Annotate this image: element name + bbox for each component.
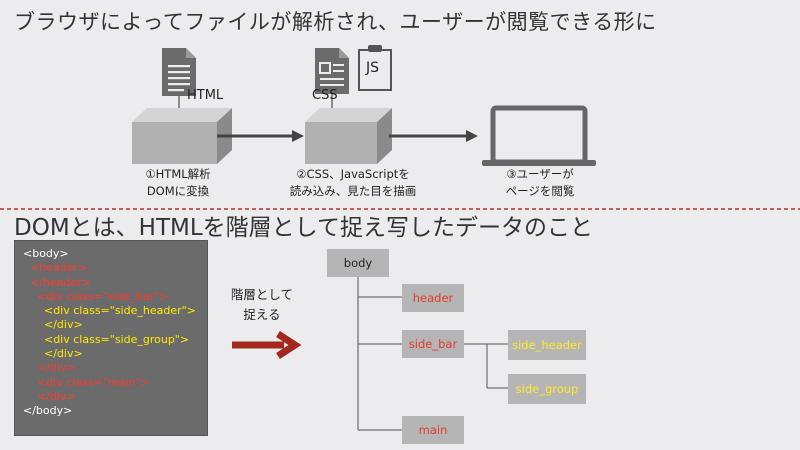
page-title: ブラウザによってファイルが解析され、ユーザーが閲覧できる形に (14, 10, 657, 34)
code-line: <header> (23, 261, 88, 275)
section-title: DOMとは、HTMLを階層として捉え写したデータのこと (14, 215, 593, 241)
html-label: HTML (187, 88, 224, 103)
laptop-icon (482, 105, 596, 166)
tree-node-side-group: side_group (508, 374, 586, 404)
step3-caption: ③ユーザーがページを閲覧 (505, 167, 575, 198)
step2-caption: ②CSS、JavaScriptを読み込み、見た目を描画 (289, 167, 417, 198)
css-label: CSS (312, 88, 338, 103)
html-document-icon (162, 48, 196, 96)
code-line: </body> (23, 404, 73, 418)
js-label: JS (366, 60, 380, 76)
tree-node-side-bar: side_bar (402, 330, 464, 358)
code-line: <div class="side_header"> (23, 304, 196, 318)
tree-node-main: main (402, 416, 464, 444)
tree-node-side-header: side_header (508, 330, 586, 360)
js-clipboard-icon (358, 45, 392, 91)
capture-arrow (232, 331, 302, 359)
tree-node-header: header (402, 284, 464, 312)
code-line: </div> (23, 347, 83, 361)
tree-node-body: body (327, 249, 389, 277)
code-line: <div class="main"> (23, 375, 150, 389)
process-box-2 (305, 108, 392, 164)
css-document-icon (315, 48, 349, 94)
code-line: <body> (23, 247, 69, 260)
capture-label: 階層として捉える (230, 287, 294, 322)
tree-connectors (357, 277, 508, 431)
code-line: </div> (23, 318, 83, 332)
process-box-1 (132, 108, 232, 164)
code-line: </header> (23, 275, 91, 289)
code-line: <div class="side_group"> (23, 332, 190, 346)
code-line: </div> (23, 389, 76, 403)
code-line: <div class="side_bar"> (23, 289, 169, 303)
html-code-block: <body> <header> </header> <div class="si… (14, 240, 208, 436)
code-line: </div> (23, 361, 76, 375)
